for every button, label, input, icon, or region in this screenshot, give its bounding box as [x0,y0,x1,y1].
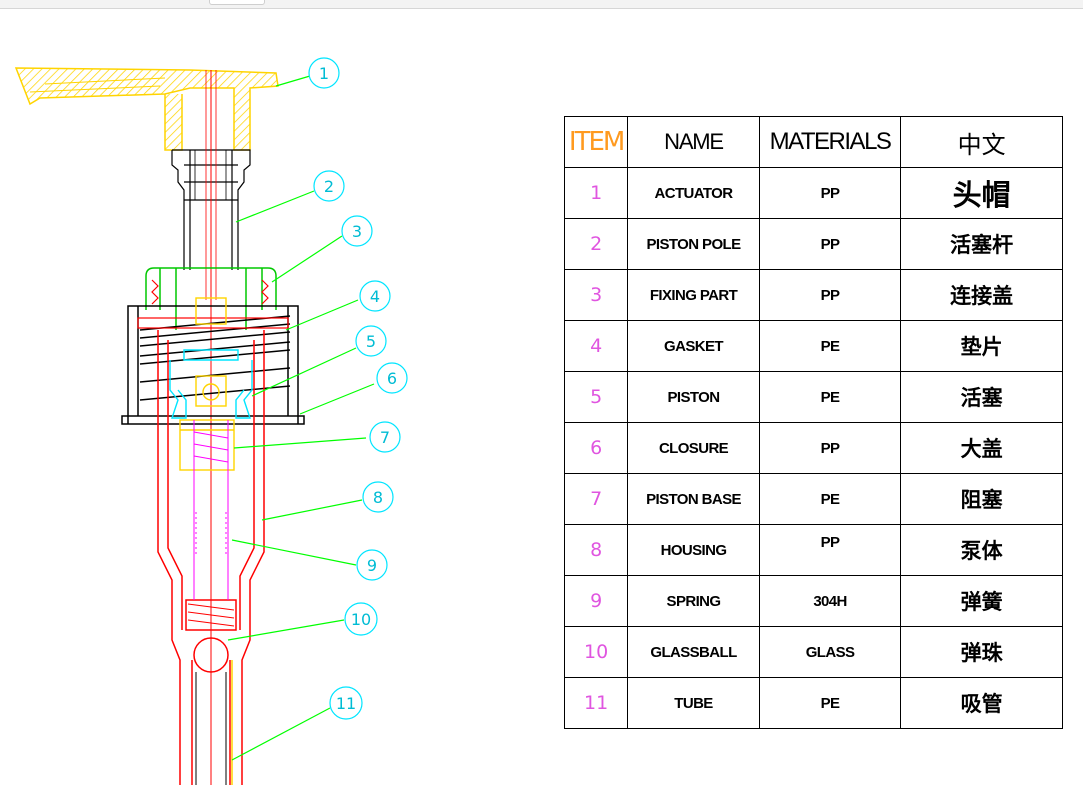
callout-3: 3 [341,215,373,247]
table-row: 1 ACTUATOR PP 头帽 [563,167,1063,219]
callout-5: 5 [355,325,387,357]
svg-text:1: 1 [319,64,329,83]
row-material: PE [758,473,902,525]
row-chinese-name: 阻塞 [900,473,1063,525]
callout-11: 11 [329,686,363,720]
svg-text:6: 6 [387,369,397,388]
row-chinese-name: 弹簧 [900,575,1063,627]
header-materials: MATERIALS [758,116,902,168]
row-part-name: FIXING PART [627,269,760,321]
svg-text:11: 11 [336,694,356,713]
row-chinese-name: 连接盖 [900,269,1063,321]
row-part-name: ACTUATOR [627,167,760,219]
callout-10: 10 [344,602,378,636]
row-item-number: 4 [563,320,629,372]
row-chinese-name: 泵体 [900,524,1063,576]
row-material: PP [758,218,902,270]
svg-text:7: 7 [380,428,390,447]
callout-2: 2 [313,170,345,202]
row-part-name: GASKET [627,320,760,372]
svg-text:2: 2 [324,177,334,196]
row-material: PP [758,422,902,474]
table-row: 7 PISTON BASE PE 阻塞 [563,473,1063,525]
row-part-name: PISTON POLE [627,218,760,270]
table-row: 8 HOUSING PP 泵体 [563,524,1063,576]
row-part-name: PISTON [627,371,760,423]
row-chinese-name: 吸管 [900,677,1063,729]
window-top-bar [0,0,1083,9]
fixing-part [145,267,277,330]
row-chinese-name: 大盖 [900,422,1063,474]
row-part-name: GLASSBALL [627,626,760,678]
header-item: ITEM [563,116,629,168]
callout-1: 1 [308,57,340,89]
svg-text:10: 10 [351,610,371,629]
row-chinese-name: 活塞杆 [900,218,1063,270]
table-header-row: ITEM NAME MATERIALS 中文 [563,116,1063,168]
row-chinese-name: 头帽 [900,167,1063,219]
row-item-number: 8 [563,524,629,576]
table-row: 6 CLOSURE PP 大盖 [563,422,1063,474]
tube-part [195,660,233,785]
row-material: PP [758,269,902,321]
piston-part [169,349,253,419]
callout-9: 9 [356,549,388,581]
row-part-name: SPRING [627,575,760,627]
actuator-part [14,67,279,151]
table-row: 9 SPRING 304H 弹簧 [563,575,1063,627]
row-part-name: TUBE [627,677,760,729]
bill-of-materials-table: ITEM NAME MATERIALS 中文 1 ACTUATOR PP 头帽 … [563,116,1063,729]
row-item-number: 9 [563,575,629,627]
piston-pole-part [171,149,251,270]
table-row: 3 FIXING PART PP 连接盖 [563,269,1063,321]
svg-text:3: 3 [352,222,362,241]
row-part-name: HOUSING [627,524,760,576]
row-item-number: 5 [563,371,629,423]
table-row: 4 GASKET PE 垫片 [563,320,1063,372]
table-row: 2 PISTON POLE PP 活塞杆 [563,218,1063,270]
row-part-name: PISTON BASE [627,473,760,525]
row-material: GLASS [758,626,902,678]
row-item-number: 2 [563,218,629,270]
leader-lines [227,75,375,761]
row-material: PE [758,371,902,423]
row-chinese-name: 活塞 [900,371,1063,423]
row-material: PE [758,320,902,372]
row-material: PP [758,524,902,576]
header-chinese: 中文 [900,116,1063,168]
row-item-number: 6 [563,422,629,474]
row-item-number: 3 [563,269,629,321]
table-row: 5 PISTON PE 活塞 [563,371,1063,423]
housing-part [157,330,265,785]
thread-detail [137,279,289,329]
closure-part [121,305,305,425]
glass-ball-part [193,637,229,673]
callout-7: 7 [369,421,401,453]
callout-6: 6 [376,362,408,394]
table-row: 10 GLASSBALL GLASS 弹珠 [563,626,1063,678]
row-item-number: 7 [563,473,629,525]
svg-text:5: 5 [366,332,376,351]
spring-part [187,420,235,627]
piston-base-part [179,297,235,471]
header-name: NAME [627,116,760,168]
row-material: PE [758,677,902,729]
svg-text:4: 4 [370,287,380,306]
row-item-number: 10 [563,626,629,678]
row-part-name: CLOSURE [627,422,760,474]
row-chinese-name: 弹珠 [900,626,1063,678]
svg-text:9: 9 [367,556,377,575]
toolbar-tab[interactable] [209,0,265,5]
callout-8: 8 [362,481,394,513]
svg-text:8: 8 [373,488,383,507]
row-chinese-name: 垫片 [900,320,1063,372]
pump-assembly-drawing: 1 2 3 4 5 6 7 8 9 10 11 [14,57,408,785]
row-item-number: 1 [563,167,629,219]
table-row: 11 TUBE PE 吸管 [563,677,1063,729]
callout-4: 4 [359,280,391,312]
row-material: PP [758,167,902,219]
row-item-number: 11 [563,677,629,729]
row-material-text: PP [820,533,840,551]
row-material: 304H [758,575,902,627]
